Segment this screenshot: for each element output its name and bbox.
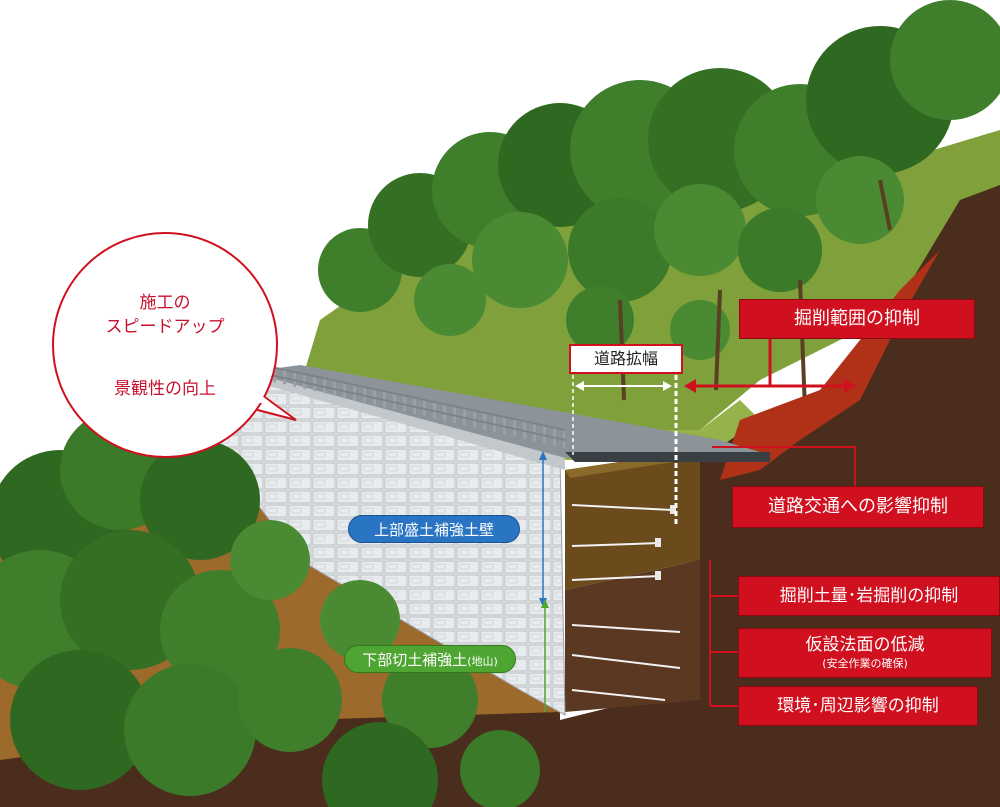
upper-wall-label: 上部盛土補強土壁 <box>348 515 520 543</box>
bubble-line-landscape: 景観性の向上 <box>114 379 216 399</box>
foreground-trees-left <box>0 410 540 807</box>
lower-wall-dimension <box>541 599 549 712</box>
speech-bubble <box>52 232 297 458</box>
environment-label: 環境･周辺影響の抑制 <box>738 686 978 726</box>
temporary-slope-title: 仮設法面の低減 <box>805 635 925 655</box>
traffic-leader-line <box>712 446 856 486</box>
excavation-range-arrow <box>684 339 856 393</box>
lower-labels-bracket <box>709 560 738 707</box>
background-trees <box>318 0 1000 411</box>
bubble-line-speed-up: スピードアップ <box>105 317 225 337</box>
lower-wall-label-paren: (地山) <box>467 655 498 668</box>
road-widening-label: 道路拡幅 <box>569 344 683 374</box>
bubble-line-construction: 施工の <box>139 293 191 313</box>
road-and-guardrail <box>247 361 770 470</box>
temporary-slope-note: (安全作業の確保) <box>822 657 908 670</box>
excavation-range-label: 掘削範囲の抑制 <box>739 299 975 339</box>
lower-wall-label-main: 下部切土補強土 <box>362 651 468 669</box>
bar-end-plates <box>655 505 676 580</box>
road-widening-markers <box>572 375 678 525</box>
temporary-slope-label: 仮設法面の低減 (安全作業の確保) <box>738 628 992 678</box>
lower-wall-label: 下部切土補強土(地山) <box>344 645 516 673</box>
traffic-impact-label: 道路交通への影響抑制 <box>732 486 984 528</box>
reinforcement-bars <box>571 504 681 701</box>
excavation-volume-label: 掘削土量･岩掘削の抑制 <box>738 576 1000 616</box>
